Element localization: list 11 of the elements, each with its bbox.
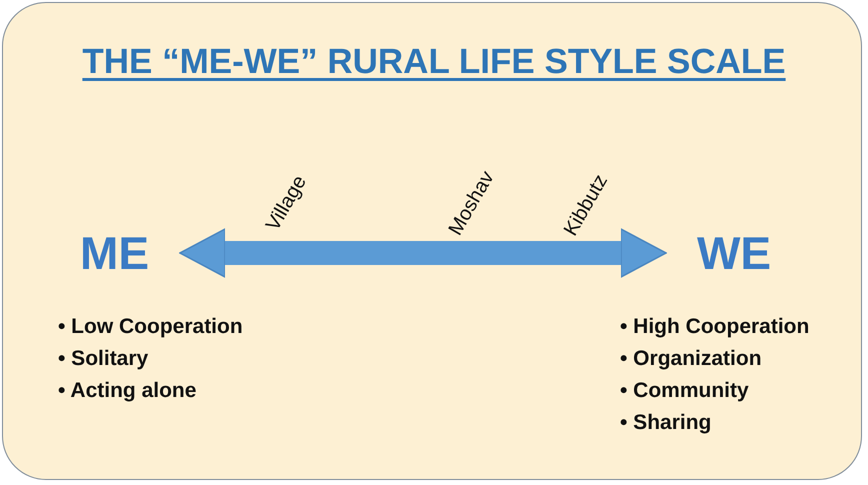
bullet-item: • Acting alone [58, 378, 198, 404]
double-arrow [179, 228, 667, 278]
bullet-item: • Organization [620, 346, 763, 372]
bullet-item: • Low Cooperation [58, 314, 243, 340]
title: THE “ME-WE” RURAL LIFE STYLE SCALE [81, 42, 787, 82]
bullet-item: • Sharing [620, 410, 712, 436]
bullet-item: • High Cooperation [620, 314, 810, 340]
node-label: WE [697, 228, 772, 278]
bullet-item: • Community [620, 378, 750, 404]
node-label: ME [80, 228, 149, 278]
bullet-item: • Solitary [58, 346, 150, 372]
